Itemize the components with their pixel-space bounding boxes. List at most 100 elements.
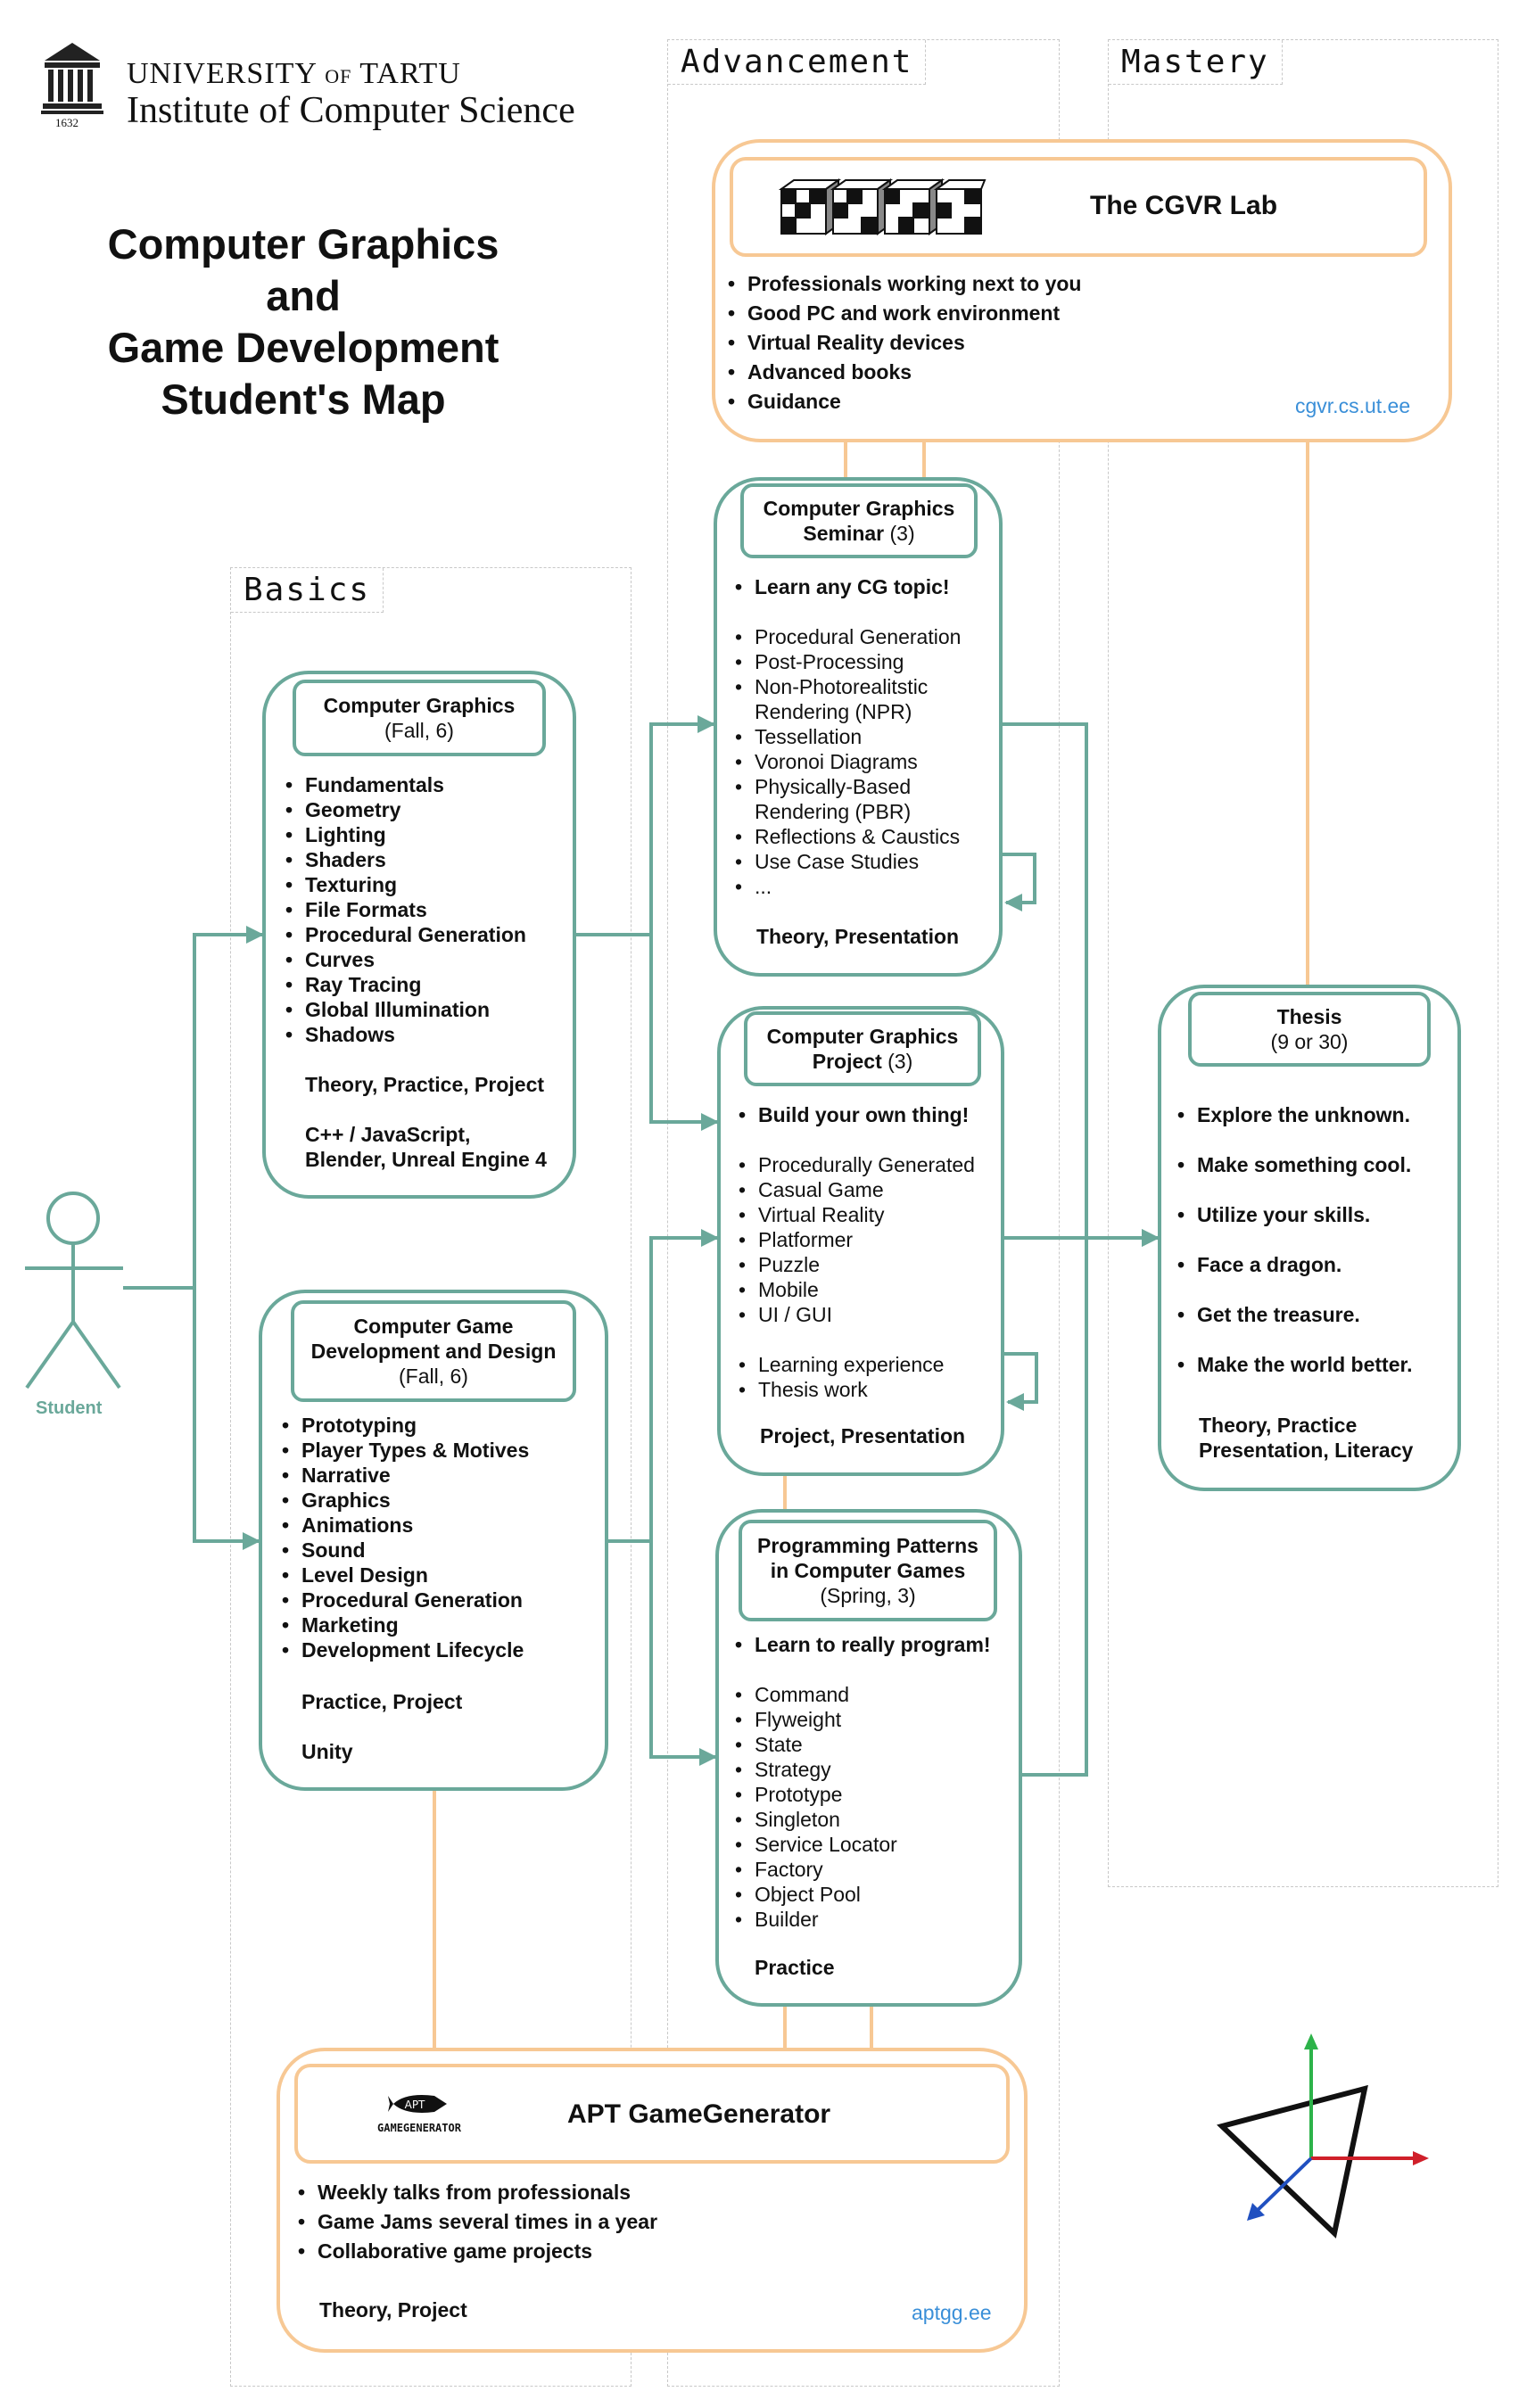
spacer [735, 1657, 991, 1682]
apt-gamegenerator-header [294, 2064, 1010, 2164]
title-line-1: Computer Graphics [107, 220, 499, 268]
lane-advancement-title: Advancement [668, 40, 927, 85]
apt-gamegenerator-format: Theory, Project [319, 2298, 467, 2321]
list-item-text-wrap: Rendering (NPR) [755, 700, 912, 723]
logo-year: 1632 [55, 116, 78, 129]
game-dev-design-topics: Prototyping Player Types & Motives Narra… [282, 1413, 529, 1662]
list-item: Global Illumination [285, 997, 526, 1022]
cg-project-topics: Build your own thing! Procedurally Gener… [739, 1102, 975, 1402]
list-item: Geometry [285, 797, 526, 822]
apt-gamegenerator-list: Weekly talks from professionals Game Jam… [298, 2178, 657, 2266]
game-dev-design-title-1: Computer Game [353, 1315, 514, 1338]
list-item: Singleton [735, 1807, 991, 1832]
list-item-text: Non-Photorealitstic [755, 675, 929, 698]
list-item: Good PC and work environment [728, 299, 1081, 328]
list-item: Make the world better. [1177, 1340, 1413, 1390]
computer-graphics-sub: (Fall, 6) [384, 719, 454, 742]
student-label: Student [36, 1398, 103, 1418]
list-item: Command [735, 1682, 991, 1707]
list-item: Prototyping [282, 1413, 529, 1438]
cg-seminar-title-2: Seminar (3) [744, 521, 974, 546]
list-item: Guidance [728, 387, 1081, 416]
list-item: Service Locator [735, 1832, 991, 1857]
university-word: UNIVERSITY [127, 57, 317, 90]
page-title: Computer Graphics and Game Development S… [54, 219, 553, 425]
cgvr-lab-title: The CGVR Lab [1090, 191, 1278, 220]
cg-project-title-1: Computer Graphics [766, 1025, 959, 1048]
computer-graphics-tools-2: Blender, Unreal Engine 4 [305, 1148, 547, 1171]
list-item: Post-Processing [735, 649, 961, 674]
of-word: OF [325, 65, 352, 87]
game-dev-design-sub: (Fall, 6) [399, 1365, 468, 1388]
cg-project-format: Project, Presentation [760, 1424, 966, 1447]
list-item: Strategy [735, 1757, 991, 1782]
list-item: Shadows [285, 1022, 526, 1047]
list-item: Procedural Generation [282, 1587, 529, 1612]
list-item: Player Types & Motives [282, 1438, 529, 1463]
list-item: Object Pool [735, 1882, 991, 1907]
game-dev-design-tools: Unity [301, 1740, 353, 1763]
list-item: Flyweight [735, 1707, 991, 1732]
programming-patterns-title-1: Programming Patterns [757, 1534, 978, 1557]
apt-gamegenerator-link[interactable]: aptgg.ee [912, 2301, 992, 2324]
student-stick-figure-icon[interactable] [21, 1188, 128, 1402]
cgvr-lab-list: Professionals working next to you Good P… [728, 269, 1081, 416]
list-item-text-wrap: Rendering (PBR) [755, 800, 912, 823]
list-item: Curves [285, 947, 526, 972]
programming-patterns-topics: Learn to really program! Command Flyweig… [735, 1632, 991, 1932]
game-dev-design-header: Computer Game Development and Design (Fa… [291, 1300, 576, 1402]
list-item: Professionals working next to you [728, 269, 1081, 299]
computer-graphics-topics: Fundamentals Geometry Lighting Shaders T… [285, 772, 526, 1047]
thesis-header: Thesis (9 or 30) [1188, 992, 1431, 1067]
lane-basics [230, 567, 632, 2387]
programming-patterns-lead: Learn to really program! [735, 1632, 991, 1657]
list-item: Graphics [282, 1488, 529, 1513]
list-item-text: Physically-Based [755, 775, 912, 798]
institute-name: Institute of Computer Science [127, 90, 575, 131]
list-item: State [735, 1732, 991, 1757]
tartu-word: TARTU [359, 57, 461, 90]
apt-rocket-icon: APT [388, 2095, 447, 2113]
lane-mastery-title: Mastery [1109, 40, 1283, 85]
computer-graphics-title: Computer Graphics [323, 694, 516, 717]
list-item: Advanced books [728, 358, 1081, 387]
list-item: Marketing [282, 1612, 529, 1637]
apt-logo: APT GAMEGENERATOR [375, 2091, 464, 2140]
computer-graphics-format: Theory, Practice, Project [305, 1073, 545, 1096]
list-item: Sound [282, 1538, 529, 1563]
game-dev-design-title-2: Development and Design [310, 1340, 557, 1363]
list-item: Procedural Generation [735, 624, 961, 649]
list-item: Shaders [285, 847, 526, 872]
list-item: Lighting [285, 822, 526, 847]
list-item: Make something cool. [1177, 1140, 1413, 1190]
cgvr-lab-link[interactable]: cgvr.cs.ut.ee [1295, 394, 1411, 417]
list-item: Procedurally Generated [739, 1152, 975, 1177]
apt-logo-bottom: GAMEGENERATOR [377, 2122, 461, 2134]
cg-seminar-credits: (3) [889, 522, 915, 545]
list-item: Explore the unknown. [1177, 1090, 1413, 1140]
list-item: UI / GUI [739, 1302, 975, 1327]
list-item: Learning experience [739, 1352, 975, 1377]
list-item: Get the treasure. [1177, 1290, 1413, 1340]
programming-patterns-title-2: in Computer Games [770, 1559, 966, 1582]
spacer [735, 599, 961, 624]
spacer [739, 1127, 975, 1152]
computer-graphics-header: Computer Graphics (Fall, 6) [293, 680, 546, 756]
list-item: Weekly talks from professionals [298, 2178, 657, 2207]
title-line-2: and [266, 272, 341, 319]
list-item: Animations [282, 1513, 529, 1538]
lane-advancement [667, 39, 1060, 2387]
cg-seminar-lead: Learn any CG topic! [735, 574, 961, 599]
spacer [739, 1327, 975, 1352]
list-item: Thesis work [739, 1377, 975, 1402]
university-building-icon [41, 43, 103, 114]
cg-project-title-word: Project [812, 1050, 882, 1073]
cg-project-title-2: Project (3) [747, 1049, 978, 1074]
list-item: Casual Game [739, 1177, 975, 1202]
cg-project-credits: (3) [887, 1050, 913, 1073]
list-item: Prototype [735, 1782, 991, 1807]
list-item: Level Design [282, 1563, 529, 1587]
list-item: Face a dragon. [1177, 1240, 1413, 1290]
